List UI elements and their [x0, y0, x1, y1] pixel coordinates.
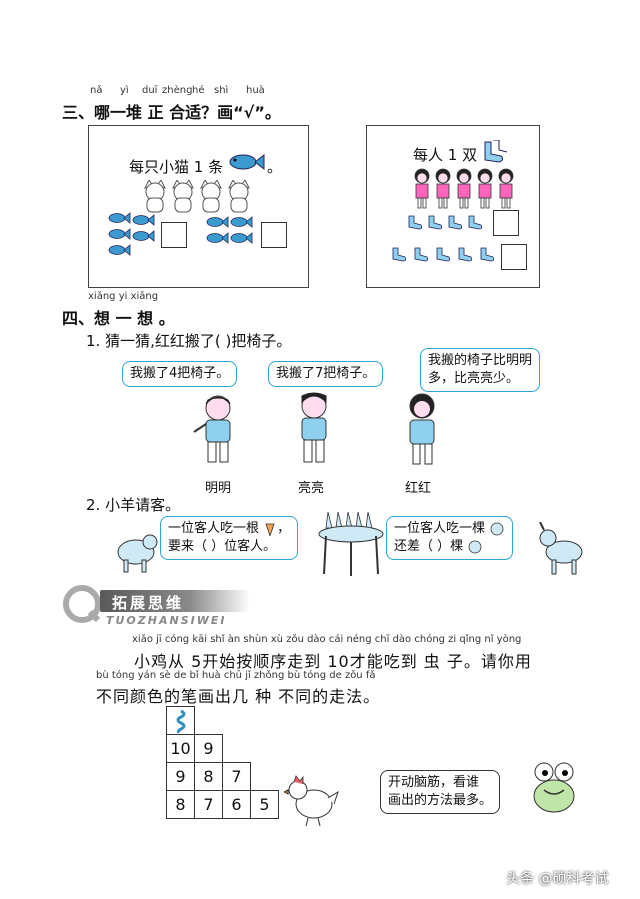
left-caption: 每只小猫 1 条	[129, 158, 224, 176]
fish-group-icon	[206, 216, 253, 244]
bubble4-line2: 要来（ ）位客人。	[168, 539, 277, 554]
cabbage-icon	[490, 522, 504, 535]
answer-box-fish-2[interactable]	[261, 222, 287, 248]
banner-subtitle: TUOZHANSIWEI	[106, 614, 227, 627]
kitten-fish-panel: 每只小猫 1 条 。	[88, 125, 309, 288]
cabbage-icon	[468, 540, 482, 553]
girl-honghong-icon	[409, 393, 435, 465]
goat-icon	[539, 522, 583, 575]
frog-icon	[533, 762, 575, 813]
grid-cell[interactable]: 7	[222, 762, 251, 791]
grid-cell[interactable]: 9	[166, 762, 195, 791]
right-caption: 每人 1 双	[413, 146, 478, 164]
watermark-text: 头条 @硕科考试	[506, 871, 609, 887]
q-logo-icon	[63, 585, 101, 623]
left-caption-end: 。	[267, 158, 283, 176]
fish-icon	[229, 153, 265, 171]
pinyin-zheng: zhèng	[162, 85, 193, 96]
pinyin-he: hé	[192, 85, 205, 96]
answer-box-socks-2[interactable]	[501, 244, 527, 270]
answer-box-socks-1[interactable]	[493, 210, 519, 236]
grid-cell[interactable]: 6	[222, 790, 251, 819]
speech-bubble-carrot: 一位客人吃一根 ， 要来（ ）位客人。	[160, 516, 299, 560]
sock-icon	[484, 140, 508, 163]
extension-line-2: 不同颜色的笔画出几 种 不同的走法。	[96, 687, 381, 706]
boy-mingming-icon	[193, 395, 231, 463]
speech-bubble-mingming: 我搬了4把椅子。	[122, 361, 238, 387]
girls-icon	[414, 168, 514, 209]
section4-pinyin: xiǎng yi xiǎng	[88, 291, 159, 302]
speech-bubble-liangliang: 我搬了7把椅子。	[268, 361, 384, 387]
answer-box-fish-1[interactable]	[161, 222, 187, 248]
sock-pairs-icon	[392, 247, 495, 262]
bubble5-line2: 还差（ ）棵	[394, 538, 505, 556]
name-honghong: 红红	[405, 481, 432, 496]
frog-bubble-line1: 开动脑筋，看谁	[388, 775, 480, 790]
grid-cell[interactable]: 8	[166, 790, 195, 819]
extension-line-1: 小鸡从 5开始按顺序走到 10才能吃到 虫 子。请你用	[134, 652, 532, 671]
section3-title: 三、哪一堆 正 合适？画“√”。	[62, 103, 281, 122]
extension-pinyin-1: xiǎo jī cóng kāi shǐ àn shùn xù zǒu dào …	[132, 634, 522, 645]
grid-cell[interactable]: 10	[166, 734, 195, 763]
extension-pinyin-2: bù tóng yán sè de bǐ huà chū jǐ zhǒng bù…	[96, 670, 376, 681]
bubble3-line2: 多，比亮亮少。	[428, 371, 520, 386]
pinyin-na: nǎ	[90, 85, 103, 96]
speech-bubble-honghong: 我搬的椅子比明明 多，比亮亮少。	[420, 348, 541, 392]
grid-cell[interactable]: 5	[250, 790, 279, 819]
extension-banner: 拓展思维	[100, 590, 250, 612]
pinyin-dui: duī	[142, 85, 158, 96]
bubble4-line1: 一位客人吃一根 ，	[168, 521, 291, 537]
question1-text: 1. 猜一猜,红红搬了( )把椅子。	[86, 332, 292, 350]
grid-cell[interactable]: 7	[194, 790, 223, 819]
worm-icon	[176, 709, 185, 733]
name-mingming: 明明	[205, 481, 232, 496]
boy-liangliang-icon	[301, 392, 327, 463]
fish-group-icon	[108, 212, 155, 256]
speech-bubble-cabbage: 一位客人吃一棵 还差（ ）棵	[386, 516, 514, 560]
grid-cell[interactable]: 9	[194, 734, 223, 763]
carrot-icon	[265, 523, 275, 537]
table-with-food-icon	[318, 511, 384, 576]
bubble5-line1: 一位客人吃一棵	[394, 520, 505, 538]
name-liangliang: 亮亮	[298, 481, 325, 496]
question2-text: 2. 小羊请客。	[86, 496, 181, 514]
lamb-icon	[117, 534, 158, 573]
chick-icon	[284, 775, 339, 827]
sock-pairs-icon	[408, 215, 483, 230]
section4-title: 四、想 一 想 。	[62, 309, 175, 328]
grid-cell[interactable]: 8	[194, 762, 223, 791]
speech-bubble-frog: 开动脑筋，看谁 画出的方法最多。	[380, 770, 501, 814]
pinyin-yi: yì	[120, 85, 129, 96]
banner-title: 拓展思维	[112, 594, 185, 612]
pinyin-hua: huà	[246, 85, 265, 96]
frog-bubble-line2: 画出的方法最多。	[388, 793, 493, 808]
grid-cell-worm[interactable]	[166, 706, 195, 735]
kittens-icon	[144, 180, 250, 213]
bubble3-line1: 我搬的椅子比明明	[428, 353, 533, 368]
girls-socks-panel: 每人 1 双	[366, 125, 540, 288]
pinyin-shi: shì	[214, 85, 229, 96]
